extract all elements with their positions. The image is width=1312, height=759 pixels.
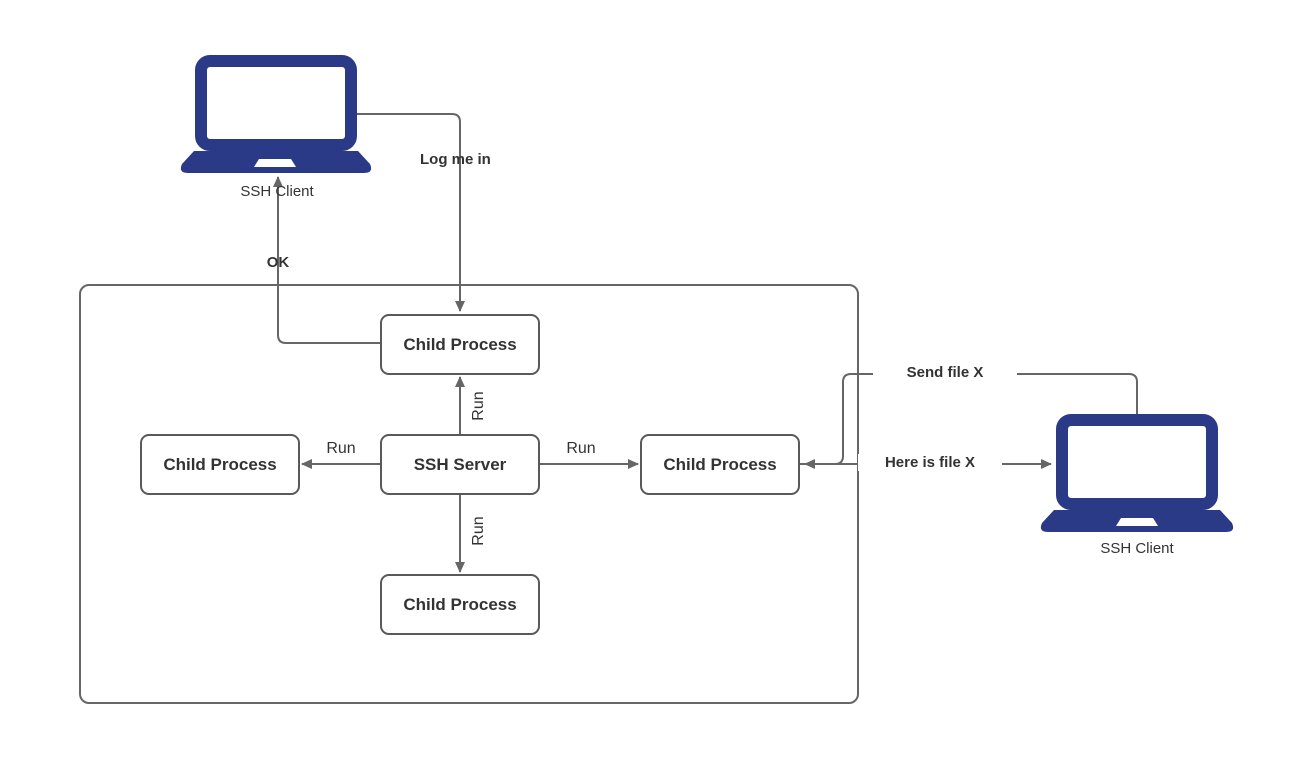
laptop-icon (1040, 414, 1234, 532)
edge-label-log-me-in: Log me in (420, 151, 491, 168)
edge-label-run-left: Run (326, 440, 356, 457)
label-ssh-client-right: SSH Client (1100, 540, 1174, 557)
edge-label-run-bottom: Run (470, 516, 487, 546)
edge-label-run-right: Run (566, 440, 596, 457)
node-child-process-bottom: Child Process (380, 574, 540, 635)
server-boundary-box (79, 284, 859, 704)
node-ssh-server: SSH Server (380, 434, 540, 495)
node-child-process-left: Child Process (140, 434, 300, 495)
edge-label-run-top: Run (470, 391, 487, 421)
edge-send-file-x (804, 373, 1138, 469)
edge-label-here-is-file-x: Here is file X (858, 454, 1002, 471)
edge-label-ok: OK (266, 254, 290, 271)
node-child-process-right: Child Process (640, 434, 800, 495)
laptop-icon (180, 55, 372, 173)
edge-ok (273, 176, 380, 344)
edge-log-me-in (357, 113, 465, 312)
edge-label-send-file-x: Send file X (873, 364, 1017, 381)
node-child-process-top: Child Process (380, 314, 540, 375)
label-ssh-client-left: SSH Client (240, 183, 314, 200)
